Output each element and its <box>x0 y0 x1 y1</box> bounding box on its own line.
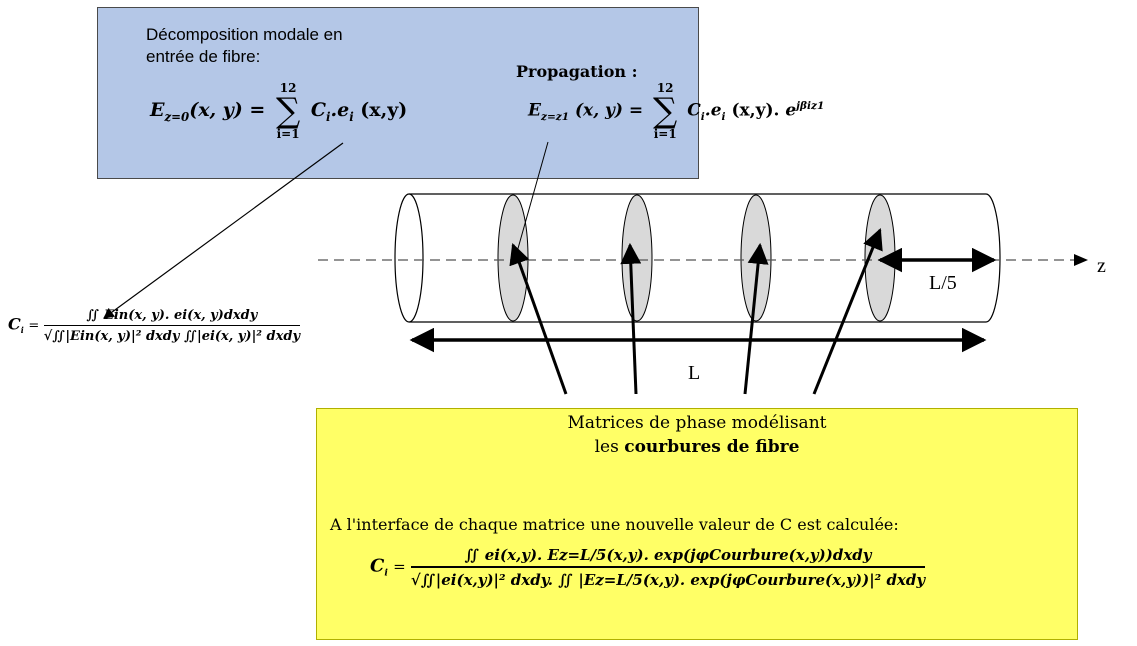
sum-symbol: 12 ∑ i=1 <box>653 81 678 141</box>
matrix-pointer-3 <box>743 242 769 395</box>
sum-symbol: 12 ∑ i=1 <box>275 81 301 141</box>
matrices-title-line-2: les courbures de fibre <box>594 437 800 457</box>
z-axis-label: z <box>1097 255 1106 277</box>
fiber-left-end <box>394 193 424 323</box>
propagation-equation: Ez=z1 (x, y) = 12 ∑ i=1 Ci.ei (x,y). ejβ… <box>528 81 825 141</box>
matrix-pointer-4 <box>812 228 883 395</box>
matrix-pointer-1 <box>509 243 568 395</box>
decomposition-equation: Ez=0(x, y) = 12 ∑ i=1 Ci.ei (x,y) <box>150 81 408 141</box>
matrices-title-line-1: Matrices de phase modélisant <box>567 413 827 433</box>
decomposition-to-coefficient-arrow <box>103 142 344 319</box>
coefficient-fraction: ∬ Ein(x, y). ei(x, y)dxdy √∬|Ein(x, y)|²… <box>43 308 300 344</box>
segment-length-label: L/5 <box>929 272 957 294</box>
intro-line-1: Décomposition modale en <box>146 25 343 44</box>
phase-matrices-panel <box>316 408 1078 640</box>
phase-matrix-1 <box>497 194 529 322</box>
matrix-coefficient-formula: Ci = ∬ ei(x,y). Ez=L/5(x,y). exp(jφCourb… <box>370 546 926 589</box>
interface-text: A l'interface de chaque matrice une nouv… <box>330 515 899 534</box>
propagation-title: Propagation : <box>516 62 638 81</box>
decomposition-panel <box>97 7 699 179</box>
matrix-pointer-2 <box>620 242 642 395</box>
matrix-coefficient-fraction: ∬ ei(x,y). Ez=L/5(x,y). exp(jφCourbure(x… <box>410 546 926 589</box>
propagation-pointer-line <box>516 141 549 253</box>
decomposition-intro: Décomposition modale en entrée de fibre: <box>146 24 343 68</box>
total-length-label: L <box>688 362 701 384</box>
fiber-right-end <box>985 193 1001 323</box>
phase-matrix-2 <box>621 194 653 322</box>
coefficient-formula: Ci = ∬ Ein(x, y). ei(x, y)dxdy √∬|Ein(x,… <box>8 308 300 344</box>
phase-matrix-3 <box>740 194 772 322</box>
intro-line-2: entrée de fibre: <box>146 47 261 66</box>
z-axis-arrowhead <box>1074 254 1088 266</box>
